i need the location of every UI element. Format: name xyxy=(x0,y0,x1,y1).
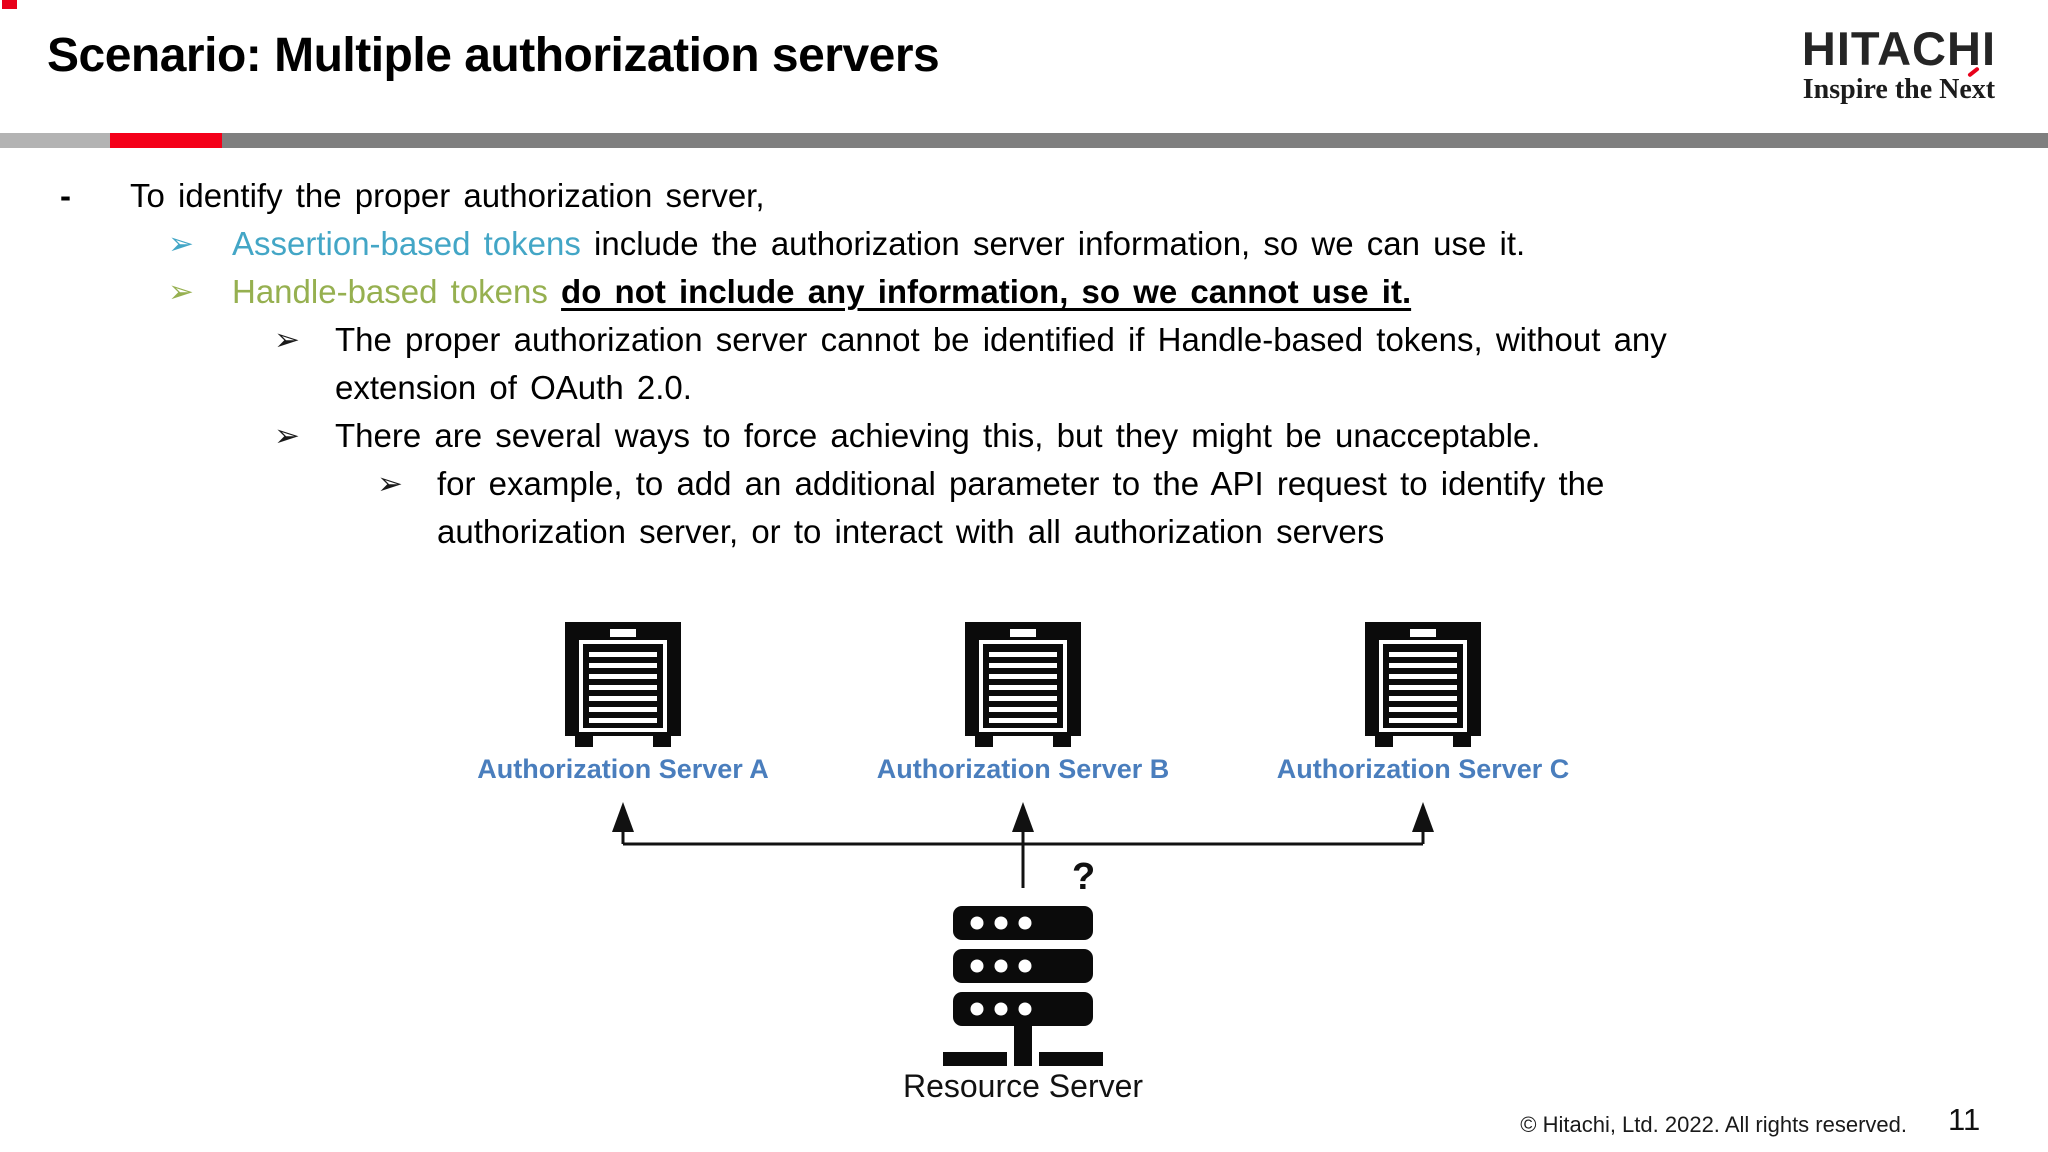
arrow-bullet-icon: ➢ xyxy=(168,226,194,261)
arrow-bullet-icon: ➢ xyxy=(377,466,403,501)
resource-server-icon xyxy=(943,906,1103,1066)
divider-segment-light xyxy=(0,133,110,148)
bullet-text: extension of OAuth 2.0. xyxy=(335,369,692,406)
auth-server-b-icon xyxy=(965,622,1081,747)
bullet-text: The proper authorization server cannot b… xyxy=(335,321,1667,358)
list-item: ➢ for example, to add an additional para… xyxy=(0,460,2048,508)
resource-server-label: Resource Server xyxy=(902,1068,1144,1104)
bullet-text: authorization server, or to interact wit… xyxy=(437,513,1385,550)
auth-server-a-label: Authorization Server A xyxy=(477,754,769,784)
divider-segment-dark xyxy=(222,133,2048,148)
list-item-wrap: authorization server, or to interact wit… xyxy=(0,508,2048,556)
auth-server-a-icon xyxy=(565,622,681,747)
list-item: ➢ The proper authorization server cannot… xyxy=(0,316,2048,364)
list-item: - To identify the proper authorization s… xyxy=(0,172,2048,220)
list-item-wrap: extension of OAuth 2.0. xyxy=(0,364,2048,412)
divider-bar xyxy=(0,133,2048,148)
list-item: ➢ There are several ways to force achiev… xyxy=(0,412,2048,460)
hitachi-wordmark: HITACHI xyxy=(1801,22,1996,75)
arrow-bullet-icon: ➢ xyxy=(274,418,300,453)
dash-bullet-icon: - xyxy=(60,177,71,214)
page-number: 11 xyxy=(1948,1102,1981,1137)
auth-server-c-label: Authorization Server C xyxy=(1276,754,1570,784)
handle-rest-underlined: do not include any information, so we ca… xyxy=(561,273,1412,310)
list-item: ➢ Handle-based tokens do not include any… xyxy=(0,268,2048,316)
hitachi-logo: HITACHI Inspire the Next xyxy=(1802,24,1996,106)
copyright-notice: © Hitachi, Ltd. 2022. All rights reserve… xyxy=(1520,1112,1907,1137)
bullet-text: To identify the proper authorization ser… xyxy=(130,177,765,214)
hitachi-slogan: Inspire the Next xyxy=(1802,66,1996,106)
auth-server-b-label: Authorization Server B xyxy=(876,754,1170,784)
auth-server-c-icon xyxy=(1365,622,1481,747)
bullet-text: Handle-based tokens do not include any i… xyxy=(0,268,2048,316)
question-mark: ? xyxy=(1072,856,1096,898)
assertion-highlight: Assertion-based tokens xyxy=(232,225,581,262)
bullet-text: Assertion-based tokens include the autho… xyxy=(0,220,2048,268)
divider-segment-red xyxy=(110,133,222,148)
assertion-rest: include the authorization server informa… xyxy=(594,225,1526,262)
bullet-text: There are several ways to force achievin… xyxy=(335,417,1541,454)
slide-title: Scenario: Multiple authorization servers xyxy=(47,29,940,82)
arrow-bullet-icon: ➢ xyxy=(168,274,194,309)
arrow-bullet-icon: ➢ xyxy=(274,322,300,357)
hitachi-slogan-text: Inspire the Next xyxy=(1802,74,1996,105)
red-corner-mark xyxy=(2,0,17,9)
list-item: ➢ Assertion-based tokens include the aut… xyxy=(0,220,2048,268)
bullet-list: - To identify the proper authorization s… xyxy=(0,172,2048,556)
bullet-text: for example, to add an additional parame… xyxy=(437,465,1605,502)
handle-highlight: Handle-based tokens xyxy=(232,273,548,310)
